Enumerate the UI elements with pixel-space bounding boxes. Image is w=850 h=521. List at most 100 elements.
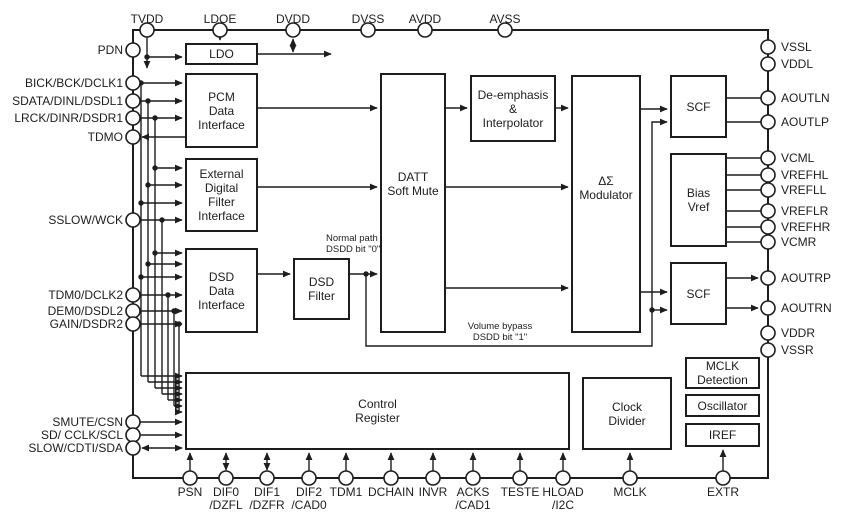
pin-circle bbox=[125, 316, 141, 332]
pin-label-vssr: VSSR bbox=[781, 343, 814, 357]
pin-label-teste: TESTE bbox=[478, 486, 562, 499]
pin-circle bbox=[125, 42, 141, 58]
pin-circle bbox=[715, 470, 731, 486]
block-ldo: LDO bbox=[185, 43, 258, 65]
pin-circle bbox=[760, 114, 776, 130]
pin-circle bbox=[125, 303, 141, 319]
pin-circle bbox=[125, 427, 141, 443]
pin-label-invr: INVR bbox=[391, 486, 475, 499]
pin-circles bbox=[125, 22, 776, 486]
annotation-normal-path: Normal path DSDD bit "0" bbox=[326, 233, 381, 255]
pin-circle bbox=[259, 470, 275, 486]
block-pcm-data-interface: PCM Data Interface bbox=[185, 73, 258, 148]
pin-label-mclk: MCLK bbox=[588, 486, 672, 499]
pin-label-line1: DIF2 bbox=[295, 485, 322, 499]
pin-circle bbox=[125, 110, 141, 126]
pin-circle bbox=[555, 470, 571, 486]
pin-label-dvdd: DVDD bbox=[275, 12, 310, 26]
pin-label-vreflr: VREFLR bbox=[781, 204, 829, 218]
pin-label-line1: TESTE bbox=[500, 485, 540, 499]
pin-circle bbox=[139, 22, 155, 38]
block-control-register: Control Register bbox=[185, 372, 570, 450]
pin-label-vssl: VSSL bbox=[781, 40, 812, 54]
block-iref: IREF bbox=[685, 423, 760, 447]
pin-label-gain: GAIN/DSDR2 bbox=[49, 317, 123, 331]
pin-label-line2: /CAD0 bbox=[291, 498, 327, 512]
pin-circle bbox=[760, 56, 776, 72]
pin-label-line1: ACKS bbox=[456, 485, 490, 499]
pin-circle bbox=[760, 325, 776, 341]
pin-label-line1: MCLK bbox=[613, 485, 647, 499]
pin-label-vrefhr: VREFHR bbox=[781, 220, 831, 234]
pin-circle bbox=[760, 203, 776, 219]
pin-label-lrck: LRCK/DINR/DSDR1 bbox=[14, 111, 123, 125]
pin-label-hload: HLOAD/I2C bbox=[521, 486, 605, 512]
pin-circle bbox=[125, 440, 141, 456]
pin-label-tdm1: TDM1 bbox=[304, 486, 388, 499]
pin-label-smute: SMUTE/CSN bbox=[52, 415, 123, 429]
block-delta-sigma-modulator: ΔΣ Modulator bbox=[571, 75, 641, 333]
pin-label-dchain: DCHAIN bbox=[349, 486, 433, 499]
pin-circle bbox=[760, 270, 776, 286]
block-dsd-data-interface: DSD Data Interface bbox=[185, 248, 258, 333]
pin-circle bbox=[417, 22, 433, 38]
pin-label-vddl: VDDL bbox=[781, 57, 814, 71]
pin-label-line1: DCHAIN bbox=[367, 485, 414, 499]
pin-label-line2: /DZFL bbox=[209, 498, 243, 512]
pin-label-pdn: PDN bbox=[97, 43, 123, 57]
pin-label-dif0: DIF0/DZFL bbox=[184, 486, 268, 512]
pin-label-acks: ACKS/CAD1 bbox=[431, 486, 515, 512]
pin-circle bbox=[285, 22, 301, 38]
pin-circle bbox=[760, 182, 776, 198]
pin-label-vddr: VDDR bbox=[781, 326, 816, 340]
pin-circle bbox=[760, 342, 776, 358]
pin-circle bbox=[465, 470, 481, 486]
pin-circle bbox=[212, 22, 228, 38]
pin-circle bbox=[760, 167, 776, 183]
block-dsd-filter: DSD Filter bbox=[293, 258, 350, 320]
pin-label-ldoe: LDOE bbox=[203, 12, 237, 26]
pin-label-vrefhl: VREFHL bbox=[781, 168, 829, 182]
pin-label-tdm0: TDM0/DCLK2 bbox=[48, 288, 123, 302]
pin-circle bbox=[338, 470, 354, 486]
pin-label-psn: PSN bbox=[148, 486, 232, 499]
pin-label-aoutln: AOUTLN bbox=[781, 91, 830, 105]
pin-label-line2: /CAD1 bbox=[455, 498, 491, 512]
block-mclk-detection: MCLK Detection bbox=[685, 357, 760, 389]
pin-circle bbox=[125, 93, 141, 109]
pin-label-line2: /DZFR bbox=[249, 498, 285, 512]
block-scf-right: SCF bbox=[670, 262, 727, 325]
pin-label-dvss: DVSS bbox=[351, 12, 385, 26]
pin-label-extr: EXTR bbox=[681, 486, 765, 499]
pin-label-aoutlp: AOUTLP bbox=[781, 115, 830, 129]
pin-circle bbox=[497, 22, 513, 38]
pin-label-slow: SLOW/CDTI/SDA bbox=[28, 441, 123, 455]
pin-label-line2: /I2C bbox=[551, 498, 574, 512]
block-deemphasis-interpolator: De-emphasis & Interpolator bbox=[470, 75, 556, 142]
pin-circle bbox=[218, 470, 234, 486]
pin-label-vcmr: VCMR bbox=[781, 235, 817, 249]
pin-label-vrefll: VREFLL bbox=[781, 183, 827, 197]
block-scf-left: SCF bbox=[670, 75, 727, 138]
pin-label-line1: EXTR bbox=[706, 485, 739, 499]
pin-label-vcml: VCML bbox=[781, 151, 815, 165]
pin-circle bbox=[760, 219, 776, 235]
pin-circle bbox=[760, 90, 776, 106]
annotation-volume-bypass: Volume bypass DSDD bit "1" bbox=[467, 321, 533, 343]
block-external-digital-filter-interface: External Digital Filter Interface bbox=[185, 158, 258, 232]
pin-circle bbox=[425, 470, 441, 486]
pin-label-line1: DIF0 bbox=[212, 485, 239, 499]
pin-circle bbox=[383, 470, 399, 486]
pin-circle bbox=[760, 150, 776, 166]
pin-label-tdmo: TDMO bbox=[87, 130, 123, 144]
pin-circle bbox=[760, 300, 776, 316]
pin-label-dif2: DIF2/CAD0 bbox=[267, 486, 351, 512]
pin-circle bbox=[760, 234, 776, 250]
pin-circle bbox=[301, 470, 317, 486]
junction-dots bbox=[138, 54, 655, 327]
pin-label-sd: SD/ CCLK/SCL bbox=[40, 428, 123, 442]
pin-label-sdata: SDATA/DINL/DSDL1 bbox=[12, 94, 123, 108]
pin-label-line1: INVR bbox=[418, 485, 448, 499]
pin-circle bbox=[125, 212, 141, 228]
